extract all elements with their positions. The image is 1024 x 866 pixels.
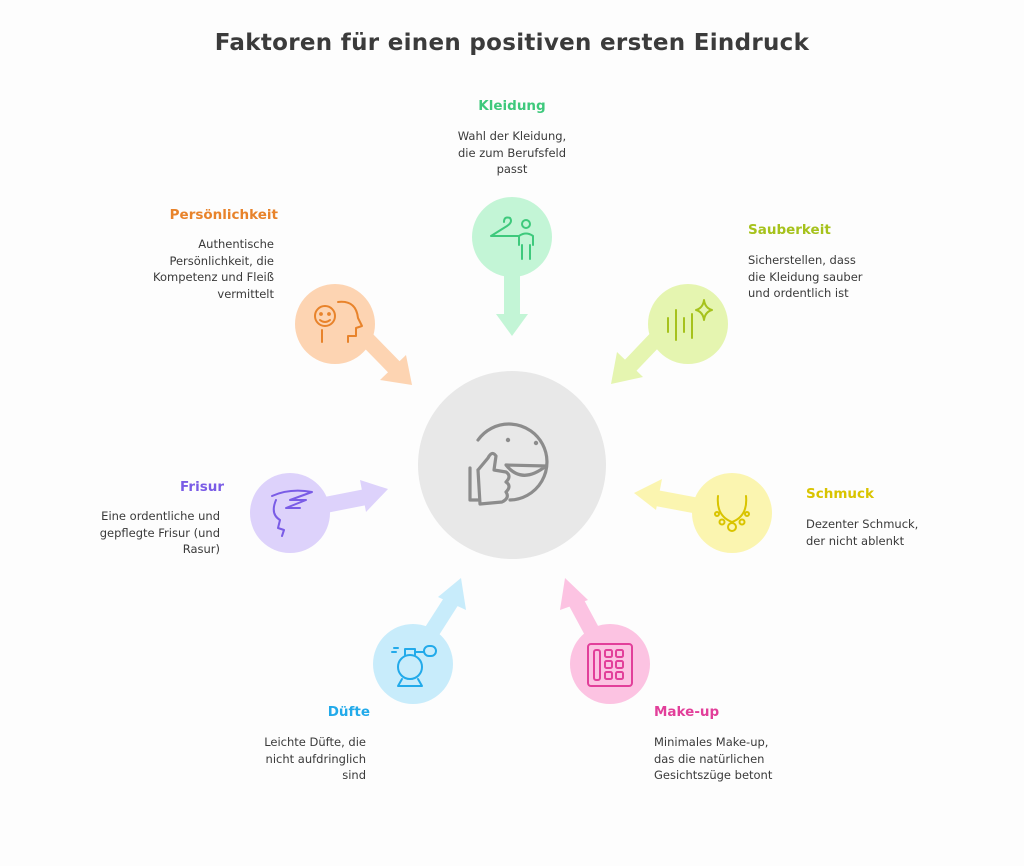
schmuck-label: Schmuck <box>806 486 874 502</box>
factor-sauberkeit-node <box>611 284 728 384</box>
factor-makeup-node <box>560 578 650 704</box>
persoenlichkeit-circle <box>295 284 375 364</box>
kleidung-description: Wahl der Kleidung, die zum Berufsfeld pa… <box>422 128 602 178</box>
sparkle-clean-icon <box>667 299 713 341</box>
duefte-circle <box>373 624 453 704</box>
makeup-palette-icon <box>587 643 633 687</box>
schmuck-desc-line: Dezenter Schmuck, <box>806 517 919 531</box>
frisur-desc-line: gepflegte Frisur (und <box>99 525 220 540</box>
makeup-description: Minimales Make-up, das die natürlichen G… <box>654 734 854 784</box>
kleidung-arrow-head <box>496 314 528 336</box>
factor-duefte-node <box>373 578 466 704</box>
necklace-icon <box>714 495 750 532</box>
schmuck-circle <box>692 473 772 553</box>
persoenlichkeit-desc-line: Persönlichkeit, die <box>169 253 274 268</box>
makeup-arrow-head <box>560 578 588 610</box>
schmuck-desc-line: der nicht ablenkt <box>806 533 905 548</box>
sauberkeit-arrow-head <box>611 352 643 384</box>
frisur-arrow-head <box>360 480 388 512</box>
head-smiley-icon <box>314 300 363 343</box>
sauberkeit-desc-line: Sicherstellen, dass <box>748 253 856 267</box>
frisur-label: Frisur <box>180 479 224 495</box>
kleidung-desc-line: passt <box>496 162 528 176</box>
factor-persoenlichkeit-node <box>295 284 412 385</box>
sauberkeit-description: Sicherstellen, dass die Kleidung sauber … <box>748 252 948 302</box>
schmuck-arrow-head <box>634 479 662 510</box>
persoenlichkeit-desc-line: Kompetenz und Fleiß <box>152 270 274 284</box>
factor-kleidung-node <box>472 197 552 336</box>
sauberkeit-circle <box>648 284 728 364</box>
persoenlichkeit-arrow-head <box>380 355 412 385</box>
duefte-description: Leichte Düfte, die nicht aufdringlich si… <box>170 734 366 784</box>
factor-schmuck-node <box>634 473 772 553</box>
frisur-desc-line: Rasur) <box>182 542 220 556</box>
duefte-arrow-head <box>438 578 466 610</box>
schmuck-description: Dezenter Schmuck, der nicht ablenkt <box>806 516 1006 549</box>
makeup-label: Make-up <box>654 704 720 720</box>
persoenlichkeit-desc-line: Authentische <box>198 237 274 251</box>
persoenlichkeit-desc-line: vermittelt <box>217 286 274 301</box>
factor-frisur-node <box>250 473 388 553</box>
sauberkeit-desc-line: und ordentlich ist <box>748 286 849 300</box>
frisur-circle <box>250 473 330 553</box>
hairstyle-icon <box>271 489 313 537</box>
persoenlichkeit-description: Authentische Persönlichkeit, die Kompete… <box>74 236 274 302</box>
frisur-description: Eine ordentliche und gepflegte Frisur (u… <box>20 508 220 558</box>
thumbs-up-smiley-icon <box>468 422 549 506</box>
persoenlichkeit-label: Persönlichkeit <box>169 207 278 223</box>
kleidung-desc-line: die zum Berufsfeld <box>457 145 567 160</box>
duefte-desc-line: Leichte Düfte, die <box>264 735 366 749</box>
frisur-desc-line: Eine ordentliche und <box>101 509 220 523</box>
duefte-desc-line: sind <box>342 768 366 782</box>
makeup-circle <box>570 624 650 704</box>
duefte-label: Düfte <box>327 704 370 720</box>
makeup-desc-line: das die natürlichen <box>654 751 765 766</box>
sauberkeit-label: Sauberkeit <box>748 222 831 238</box>
sauberkeit-desc-line: die Kleidung sauber <box>748 269 863 284</box>
diagram-title: Faktoren für einen positiven ersten Eind… <box>214 30 810 56</box>
duefte-desc-line: nicht aufdringlich <box>265 751 366 766</box>
kleidung-desc-line: Wahl der Kleidung, <box>457 129 567 143</box>
makeup-desc-line: Gesichtszüge betont <box>654 768 773 782</box>
kleidung-label: Kleidung <box>478 98 546 114</box>
makeup-desc-line: Minimales Make-up, <box>654 735 769 749</box>
hanger-person-icon <box>490 216 534 260</box>
perfume-bottle-icon <box>391 645 437 687</box>
